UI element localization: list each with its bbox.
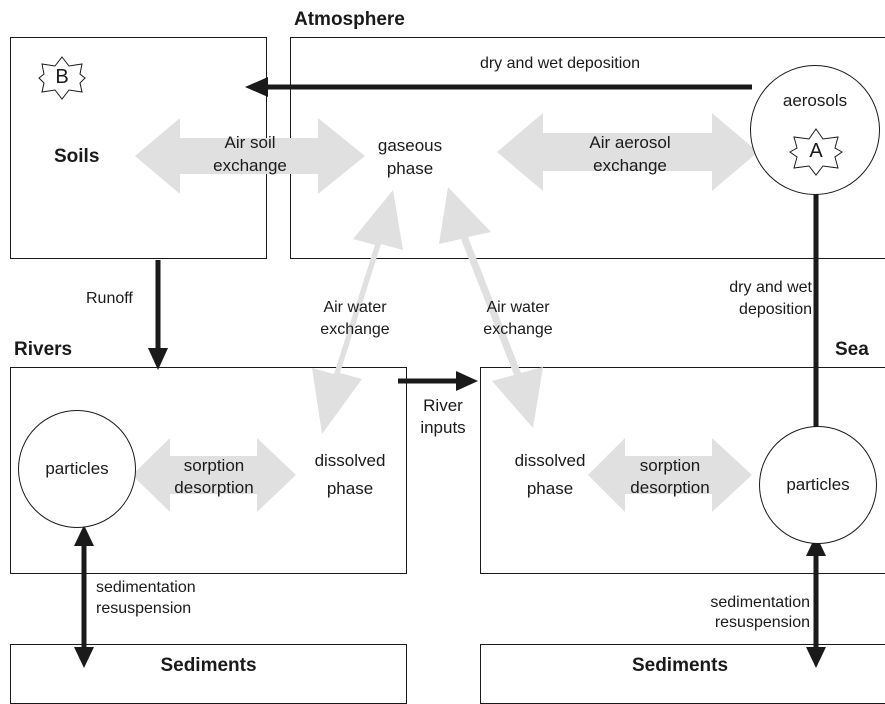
flux-lines: [81, 84, 819, 650]
rivers-title: Rivers: [14, 339, 73, 360]
runoff-head: [148, 348, 168, 370]
rivers-sorption-line2: desorption: [174, 478, 254, 497]
rivers-particles-label: particles: [45, 459, 109, 478]
air-water-right-arrow: [439, 187, 543, 428]
air-water-left-line1: Air water: [323, 299, 387, 316]
sediments-left-title: Sediments: [160, 655, 257, 676]
sea-sedimentation-line1: sedimentation: [710, 594, 810, 611]
rivers-sed-up-head: [74, 525, 94, 546]
badge-a-label: A: [809, 140, 823, 162]
air-soil-exchange-line1: Air soil: [224, 133, 276, 152]
right-deposition-line2: deposition: [739, 301, 812, 318]
right-deposition-line1: dry and wet: [729, 279, 812, 296]
soils-title: Soils: [54, 146, 100, 167]
air-soil-exchange-line2: exchange: [213, 156, 287, 175]
sea-sorption-line2: desorption: [630, 478, 710, 497]
air-water-right-line2: exchange: [483, 321, 553, 338]
rivers-sedimentation-line2: resuspension: [96, 600, 192, 617]
sea-particles-label: particles: [786, 475, 850, 494]
exchange-arrows: [132, 113, 758, 512]
air-water-left-arrow: [312, 190, 403, 434]
air-water-left-line2: exchange: [320, 321, 390, 338]
badge-b-label: B: [55, 66, 69, 88]
aerosols-label: aerosols: [782, 91, 848, 110]
sea-sed-down-head: [806, 647, 826, 668]
gaseous-phase-line2: phase: [386, 159, 434, 178]
rivers-dissolved-line1: dissolved: [314, 451, 386, 470]
arrowheads: [74, 77, 826, 668]
air-water-right-line1: Air water: [486, 299, 550, 316]
gaseous-phase-line1: gaseous: [377, 136, 443, 155]
air-soil-exchange-arrow: [135, 118, 365, 194]
sediments-right-title: Sediments: [631, 655, 729, 676]
top-deposition-label: dry and wet deposition: [479, 55, 641, 72]
air-aerosol-exchange-arrow: [497, 113, 758, 191]
rivers-sed-down-head: [74, 647, 94, 668]
badge-a-star-icon: [789, 128, 843, 176]
runoff-label: Runoff: [86, 290, 133, 307]
river-inputs-line2: inputs: [420, 418, 466, 437]
river-inputs-head: [456, 371, 478, 391]
rivers-sedimentation-line1: sedimentation: [96, 579, 196, 596]
arrows-layer: [74, 77, 826, 668]
sea-sedimentation-line2: resuspension: [714, 614, 810, 631]
sea-particles-circle: [759, 426, 877, 544]
rivers-dissolved-line2: phase: [326, 479, 374, 498]
river-inputs-line1: River: [423, 396, 463, 415]
rivers-particles-circle: [18, 410, 136, 528]
top-deposition-head: [245, 77, 268, 97]
sea-dissolved-line2: phase: [526, 479, 574, 498]
badge-b-star-icon: [38, 56, 86, 100]
sea-title: Sea: [835, 339, 869, 360]
rivers-sorption-arrow: [132, 438, 296, 512]
atmosphere-title: Atmosphere: [294, 9, 405, 30]
sea-dissolved-line1: dissolved: [514, 451, 586, 470]
air-aerosol-exchange-line1: Air aerosol: [589, 133, 671, 152]
sea-sed-up-head: [806, 535, 826, 556]
sea-sorption-line1: sorption: [639, 456, 701, 475]
sea-sorption-arrow: [588, 438, 752, 512]
air-aerosol-exchange-line2: exchange: [593, 156, 667, 175]
rivers-sorption-line1: sorption: [183, 456, 245, 475]
